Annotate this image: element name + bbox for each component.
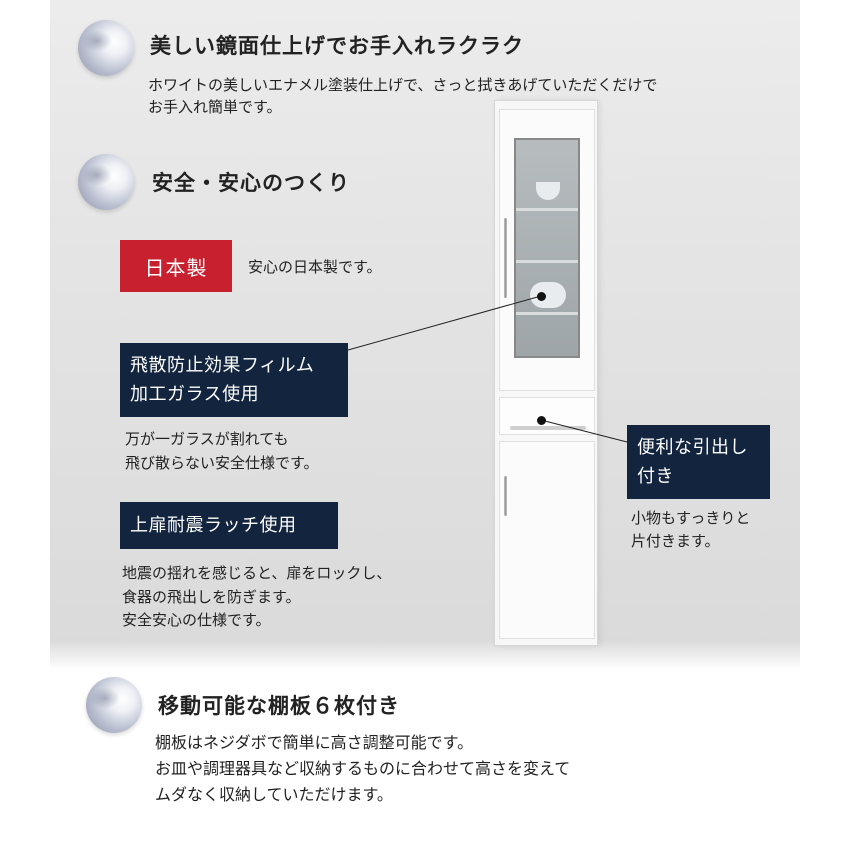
section1-body-line2: お手入れ簡単です。 [148,98,282,116]
cupboard-glass-panel [514,138,580,358]
callout-dot-film [537,292,546,301]
shelf [516,312,578,315]
section3-body-line3: ムダなく収納していただけます。 [155,785,393,804]
drawer-text-line2: 片付きます。 [631,532,720,550]
section3-body-line2: お皿や調理器具など収納するものに合わせて高さを変えて [155,759,571,778]
shelf [516,260,578,263]
film-glass-label-line2: 加工ガラス使用 [130,384,260,405]
film-glass-label: 飛散防止効果フィルム 加工ガラス使用 [120,343,348,417]
cupboard-upper-door [499,109,595,391]
silver-orb-icon [78,20,134,76]
door-handle [504,476,507,516]
cupboard-image [494,100,598,646]
cupboard-lower-door [499,441,595,639]
drawer-text-line1: 小物もすっきりと [631,509,751,527]
section3-body-line1: 棚板はネジダボで簡単に高さ調整可能です。 [155,733,474,752]
film-text-line2: 飛び散らない安全仕様です。 [125,454,319,472]
film-text-line1: 万が一ガラスが割れても [125,430,289,448]
drawer-label-line2: 付き [637,466,674,487]
teapot-icon [530,282,566,308]
drawer-handle [510,426,586,430]
made-in-japan-text: 安心の日本製です。 [248,258,382,276]
section1-heading: 美しい鏡面仕上げでお手入れラクラク [150,34,524,58]
section1-body-line1: ホワイトの美しいエナメル塗装仕上げで、さっと拭きあげていただくだけで [148,76,658,94]
silver-orb-icon [86,677,142,733]
cup-icon [536,182,560,200]
cupboard-drawer [499,397,595,435]
door-handle [504,218,507,298]
shelf [516,208,578,211]
film-glass-label-line1: 飛散防止効果フィルム [130,355,315,376]
drawer-label-line1: 便利な引出し [637,437,748,458]
silver-orb-icon [78,154,134,210]
latch-text-line2: 食器の飛出しを防ぎます。 [122,588,301,606]
section3-heading: 移動可能な棚板６枚付き [158,694,400,718]
drawer-label: 便利な引出し 付き [627,425,770,499]
background-fade [50,640,800,670]
latch-label: 上扉耐震ラッチ使用 [120,502,338,549]
callout-dot-drawer [537,416,546,425]
section2-heading: 安全・安心のつくり [152,171,350,195]
latch-text-line1: 地震の揺れを感じると、扉をロックし、 [122,564,392,582]
latch-text-line3: 安全安心の仕様です。 [122,611,271,629]
made-in-japan-badge: 日本製 [120,240,232,292]
